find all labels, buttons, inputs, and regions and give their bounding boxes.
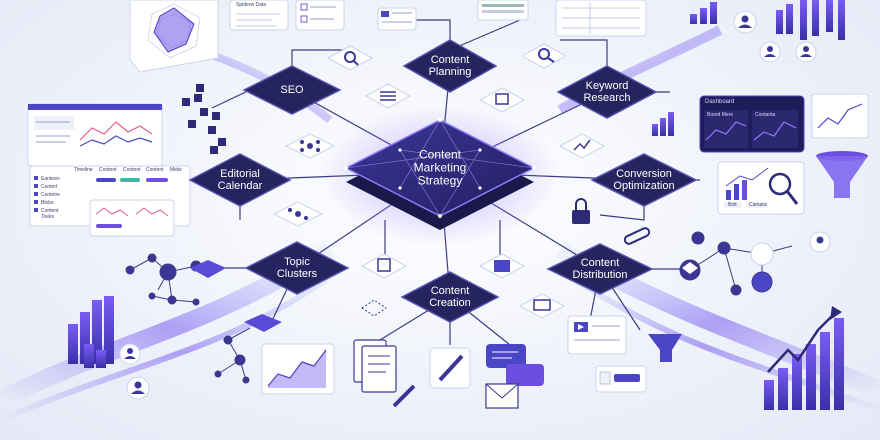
spider-data-title: Spiderw Data bbox=[236, 2, 267, 8]
dashboard-panel bbox=[699, 95, 805, 153]
bottom-document-icon bbox=[353, 339, 416, 408]
top-table-card bbox=[477, 0, 529, 21]
calendar-item-1: Contert bbox=[41, 184, 58, 190]
dashboard-sub2: Contanta bbox=[755, 112, 776, 118]
spider-data-card bbox=[229, 0, 289, 31]
growth-arrow bbox=[767, 315, 833, 373]
bottom-chat-icon bbox=[485, 344, 544, 409]
icon-tile-doc bbox=[360, 253, 408, 279]
right-bar-cluster bbox=[652, 112, 674, 136]
calendar-item-0: Eanteen bbox=[41, 176, 60, 182]
node-keyword-shape bbox=[556, 65, 658, 119]
checklist-card bbox=[295, 0, 345, 31]
hub-shape bbox=[320, 106, 560, 246]
calendar-item-4: Content bbox=[41, 208, 59, 214]
conversion-chart-card bbox=[717, 161, 805, 215]
large-funnel-icon bbox=[816, 151, 868, 198]
bottom-left-avatars bbox=[119, 343, 150, 400]
top-right-list-card bbox=[555, 0, 647, 37]
link-icon bbox=[623, 227, 651, 245]
calendar-item-2: Conteire bbox=[41, 192, 60, 198]
icon-tile-browser bbox=[518, 293, 566, 319]
icon-tile-search bbox=[326, 45, 374, 71]
top-right-bars bbox=[690, 0, 845, 40]
node-seo-shape bbox=[242, 65, 342, 115]
node-creation-shape bbox=[400, 271, 500, 323]
bottom-left-bars bbox=[68, 296, 114, 368]
cluster-cube-2 bbox=[190, 260, 226, 278]
node-diamonds bbox=[188, 39, 698, 323]
conv-button-1[interactable]: Camara bbox=[749, 202, 767, 208]
left-cube-cluster bbox=[182, 84, 226, 154]
calendar-item-5: Toeks bbox=[41, 214, 55, 220]
dashboard-title: Dashboard bbox=[705, 99, 735, 105]
bottom-right-growth-chart bbox=[764, 318, 844, 410]
mini-line-card bbox=[811, 93, 869, 139]
timeline-label-2: Content bbox=[123, 167, 141, 173]
calendar-item-3: Blobs bbox=[41, 200, 54, 206]
node-conversion-shape bbox=[590, 153, 698, 207]
lock-icon bbox=[572, 198, 590, 224]
timeline-label-1: Content bbox=[99, 167, 117, 173]
node-planning-shape bbox=[402, 39, 498, 93]
form-card bbox=[595, 365, 647, 393]
icon-tile-small-left bbox=[361, 299, 387, 317]
node-distribution-shape bbox=[546, 243, 654, 295]
spider-chart-panel bbox=[129, 0, 219, 73]
icon-tile-list bbox=[364, 83, 412, 109]
bottom-line-chart-card bbox=[261, 343, 335, 395]
funnel-icon-small bbox=[648, 334, 682, 362]
bottom-pen-card bbox=[429, 347, 471, 389]
top-right-avatars bbox=[733, 10, 817, 63]
mail-icon bbox=[682, 262, 698, 274]
dashboard-sub1: Boord Mere bbox=[707, 112, 734, 118]
left-calendar-panel bbox=[29, 165, 191, 237]
icon-tile-network bbox=[284, 133, 336, 159]
left-analytics-panel bbox=[27, 103, 163, 167]
conv-button-0[interactable]: Bolt bbox=[728, 202, 737, 208]
timeline-label-0: Timeline bbox=[74, 167, 93, 173]
video-card bbox=[567, 315, 627, 355]
icon-tile-chart bbox=[558, 133, 606, 159]
timeline-label-4: Midw bbox=[170, 167, 182, 173]
icon-tile-magnifier bbox=[520, 43, 568, 69]
distribution-network bbox=[679, 231, 831, 296]
icon-tile-media bbox=[478, 253, 526, 279]
timeline-label-3: Content bbox=[146, 167, 164, 173]
top-document-card bbox=[377, 7, 417, 31]
icon-tile-puzzle bbox=[478, 87, 526, 113]
cluster-cube bbox=[244, 314, 282, 332]
node-calendar-shape bbox=[188, 153, 292, 207]
node-topic-shape bbox=[244, 241, 350, 295]
icon-tile-nodes bbox=[272, 201, 324, 227]
